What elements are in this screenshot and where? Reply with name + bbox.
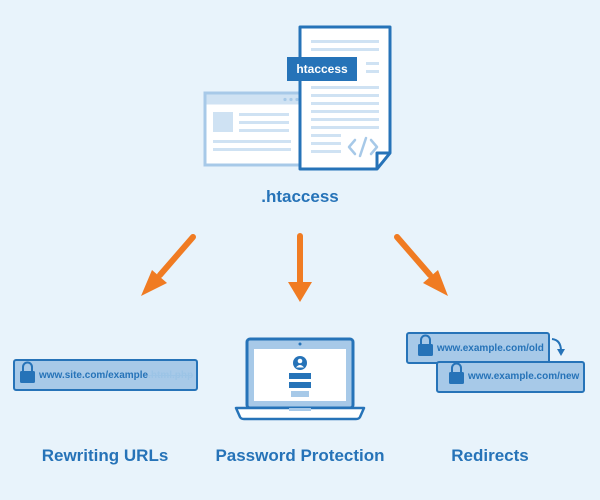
rewrite-url-bar	[13, 359, 198, 391]
lock-icon	[418, 334, 433, 356]
user-icon	[293, 356, 307, 370]
branch-label-rewriting-urls: Rewriting URLs	[41, 446, 169, 465]
arrow-right-icon	[394, 234, 448, 296]
htaccess-document-icon	[298, 25, 392, 171]
login-button-icon	[291, 391, 309, 397]
branch-label-redirects: Redirects	[451, 446, 529, 465]
arrow-down-icon	[288, 233, 312, 302]
lock-icon	[449, 362, 464, 384]
password-field-icon	[289, 382, 311, 388]
code-icon	[347, 136, 379, 158]
main-title: .htaccess	[261, 187, 339, 206]
redirect-new-url: www.example.com/new	[468, 371, 580, 382]
redirect-old-url: www.example.com/old	[437, 343, 544, 354]
branch-label-password-protection: Password Protection	[215, 446, 385, 465]
arrow-left-icon	[141, 234, 196, 296]
redirect-arrow-icon	[551, 338, 565, 356]
lock-icon	[20, 361, 35, 383]
file-tag-label: htaccess	[296, 62, 348, 76]
redirect-new-bar	[436, 361, 585, 393]
rewrite-url-visible: www.site.com/example	[39, 370, 149, 381]
rewrite-url-struck: .html.php	[148, 370, 194, 381]
laptop-icon	[234, 337, 366, 421]
username-field-icon	[289, 373, 311, 379]
browser-window-icon	[203, 91, 317, 167]
file-tag-background	[287, 57, 357, 81]
rewrite-url-text: www.site.com/example.html.php	[39, 370, 193, 381]
